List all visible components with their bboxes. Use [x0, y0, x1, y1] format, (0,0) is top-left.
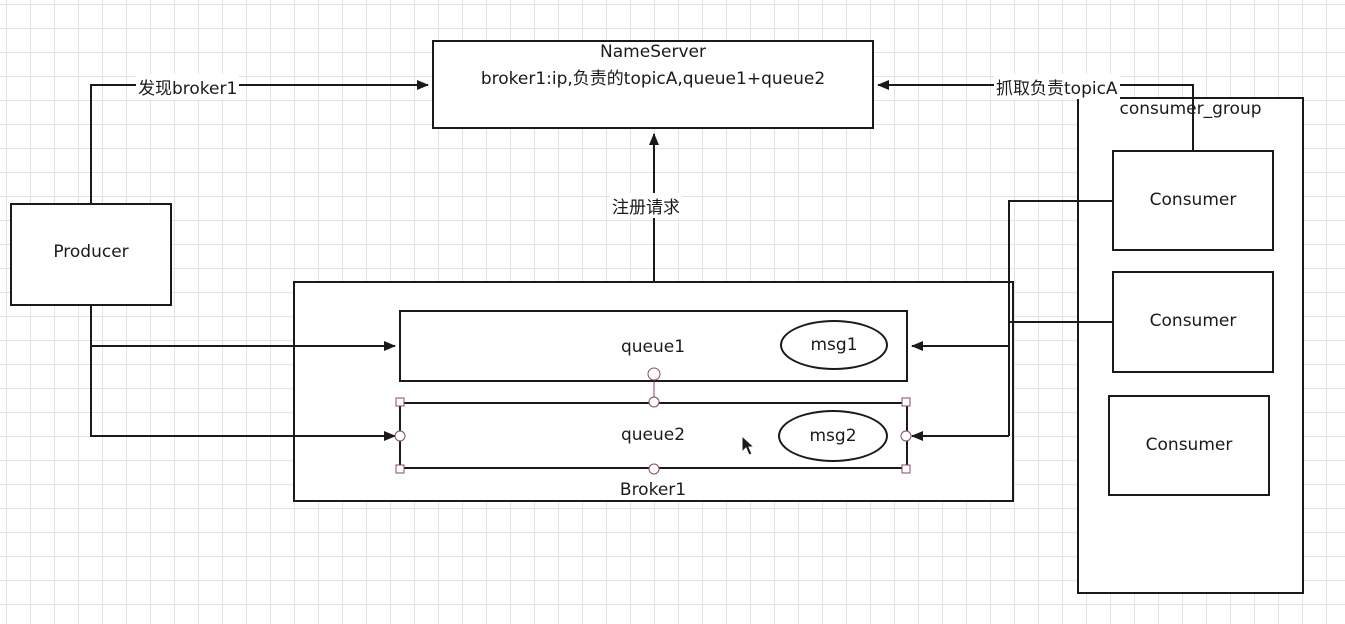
edge-label-discover: 发现broker1	[136, 74, 240, 99]
edge-label-fetch: 抓取负责topicA	[994, 74, 1120, 99]
producer-label: Producer	[53, 242, 129, 262]
consumer-box-3[interactable]	[1108, 395, 1270, 496]
nameserver-content: broker1:ip,负责的topicA,queue1+queue2	[480, 69, 826, 89]
msg1-ellipse[interactable]: msg1	[780, 320, 888, 370]
nameserver-box[interactable]	[432, 40, 874, 129]
consumer-group-label: consumer_group	[1119, 99, 1262, 119]
msg2-label: msg2	[809, 426, 857, 446]
queue2-label: queue2	[620, 425, 686, 445]
edge-label-register: 注册请求	[610, 193, 682, 218]
consumer-label-1: Consumer	[1149, 190, 1237, 210]
consumer-label-3: Consumer	[1145, 435, 1233, 455]
consumer-label-2: Consumer	[1149, 311, 1237, 331]
producer-box[interactable]	[10, 203, 172, 306]
consumer-box-1[interactable]	[1112, 150, 1274, 251]
queue1-label: queue1	[620, 337, 686, 357]
edge-producer-to-nameserver	[90, 80, 429, 203]
nameserver-title: NameServer	[600, 42, 706, 62]
broker-label: Broker1	[619, 480, 687, 500]
msg2-ellipse[interactable]: msg2	[778, 410, 888, 462]
consumer-box-2[interactable]	[1112, 271, 1274, 373]
msg1-label: msg1	[810, 335, 858, 355]
